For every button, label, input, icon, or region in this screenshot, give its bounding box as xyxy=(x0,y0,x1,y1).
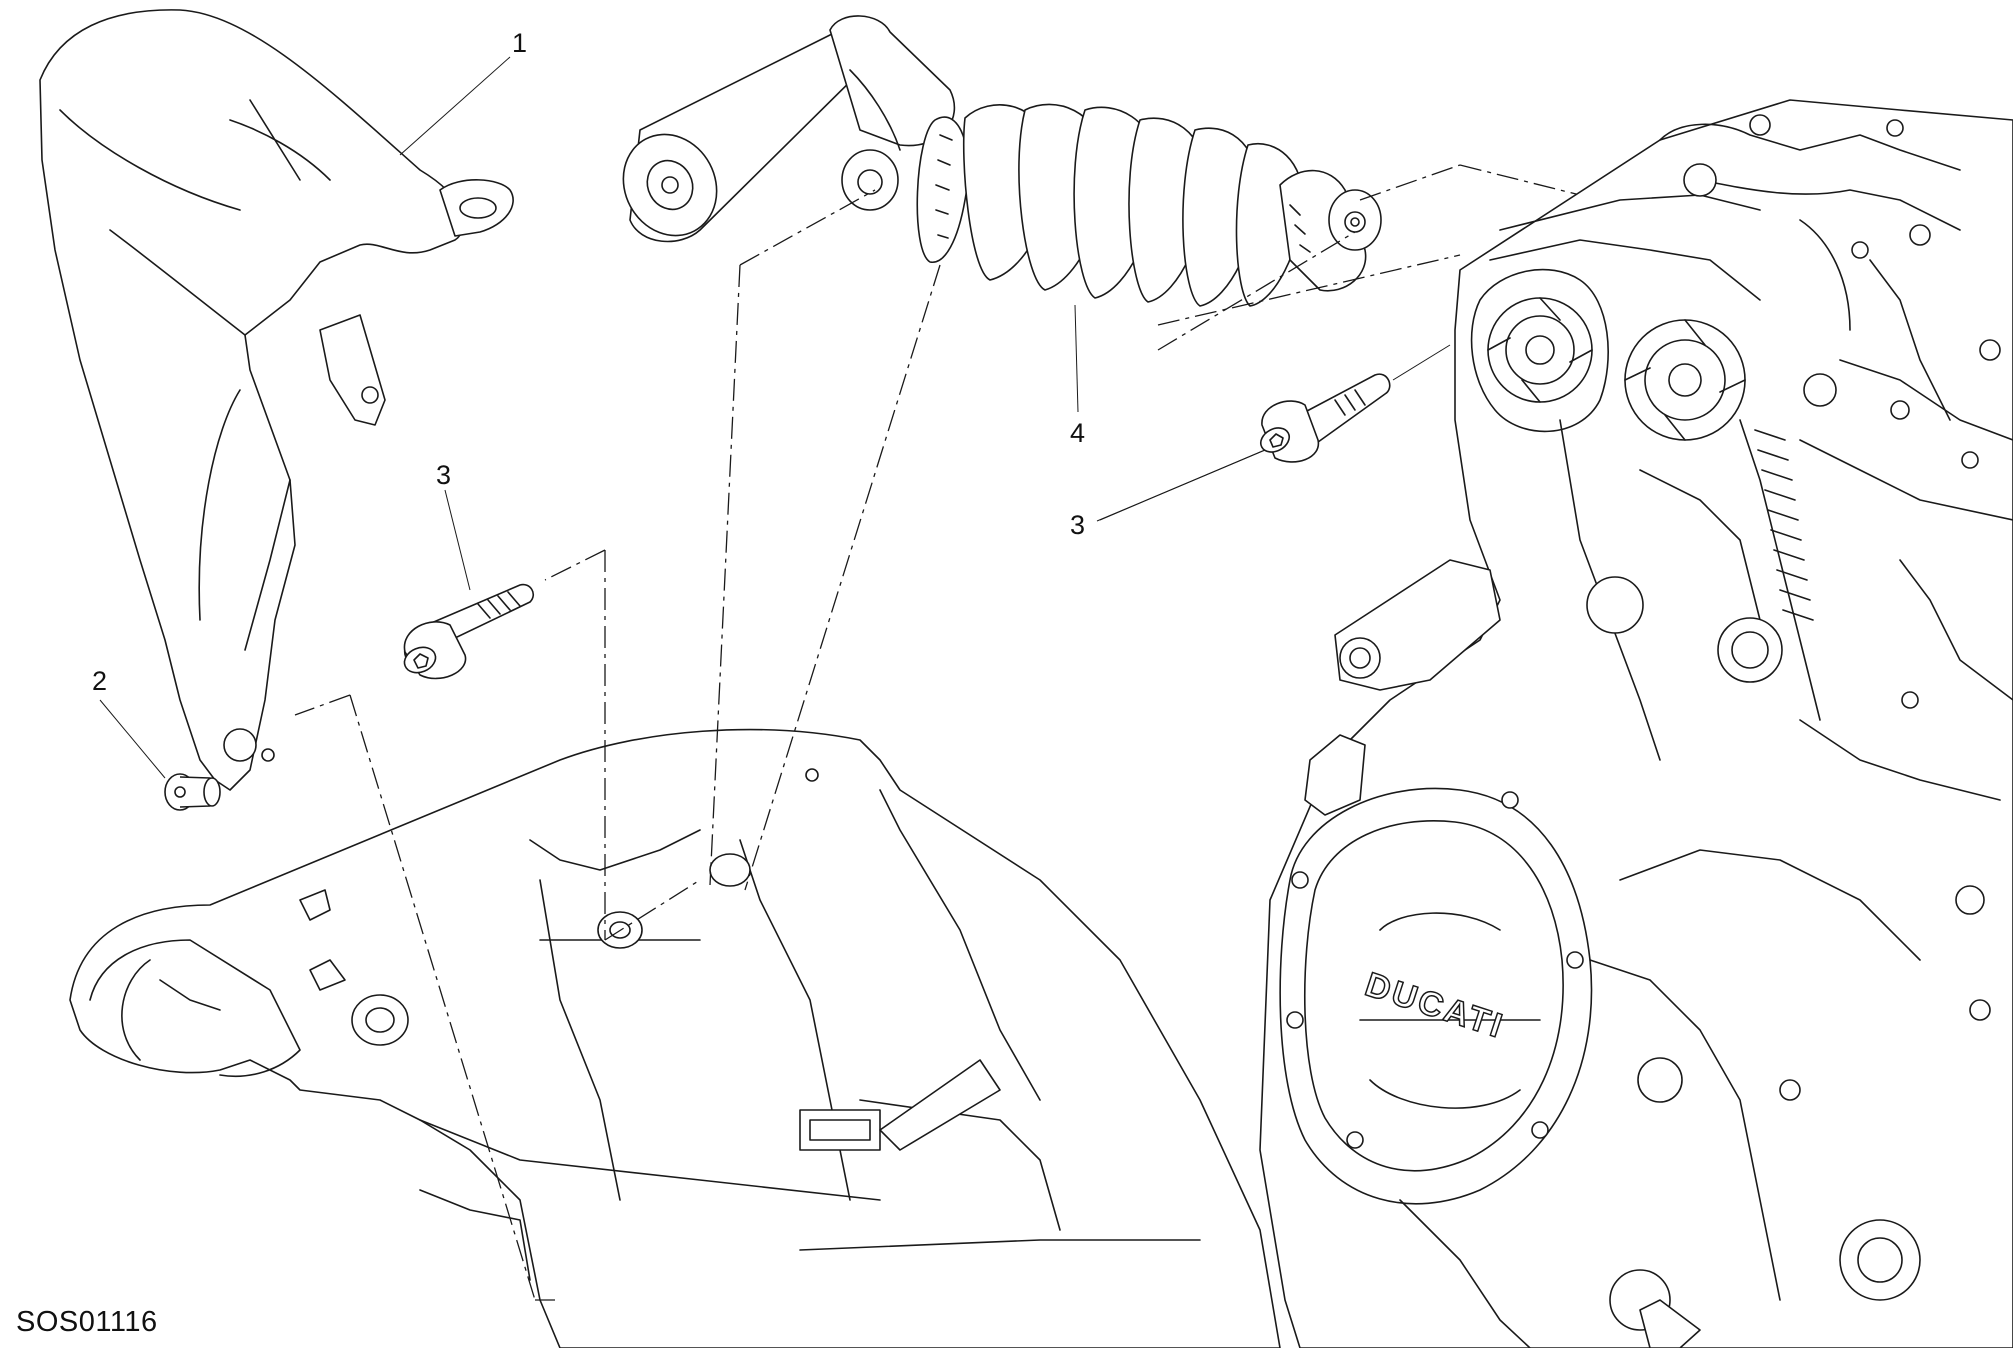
callout-3-right: 3 xyxy=(1070,510,1086,540)
callout-2: 2 xyxy=(92,666,108,696)
callout-3-left: 3 xyxy=(436,460,452,490)
drawing-code: SOS01116 xyxy=(16,1306,158,1338)
callout-1: 1 xyxy=(512,28,528,58)
bolt-part-3-left xyxy=(403,489,535,680)
screw-part-2 xyxy=(99,699,221,811)
rear-hugger-part-1 xyxy=(39,9,514,791)
swingarm xyxy=(69,728,1281,1348)
callout-4: 4 xyxy=(1070,418,1086,448)
callout-leaders xyxy=(399,56,1266,522)
engine-assembly xyxy=(1259,99,2013,1348)
bolt-part-3-right xyxy=(1099,344,1451,521)
rear-shock-part-4 xyxy=(622,15,1621,351)
alignment-lines xyxy=(294,189,941,1301)
